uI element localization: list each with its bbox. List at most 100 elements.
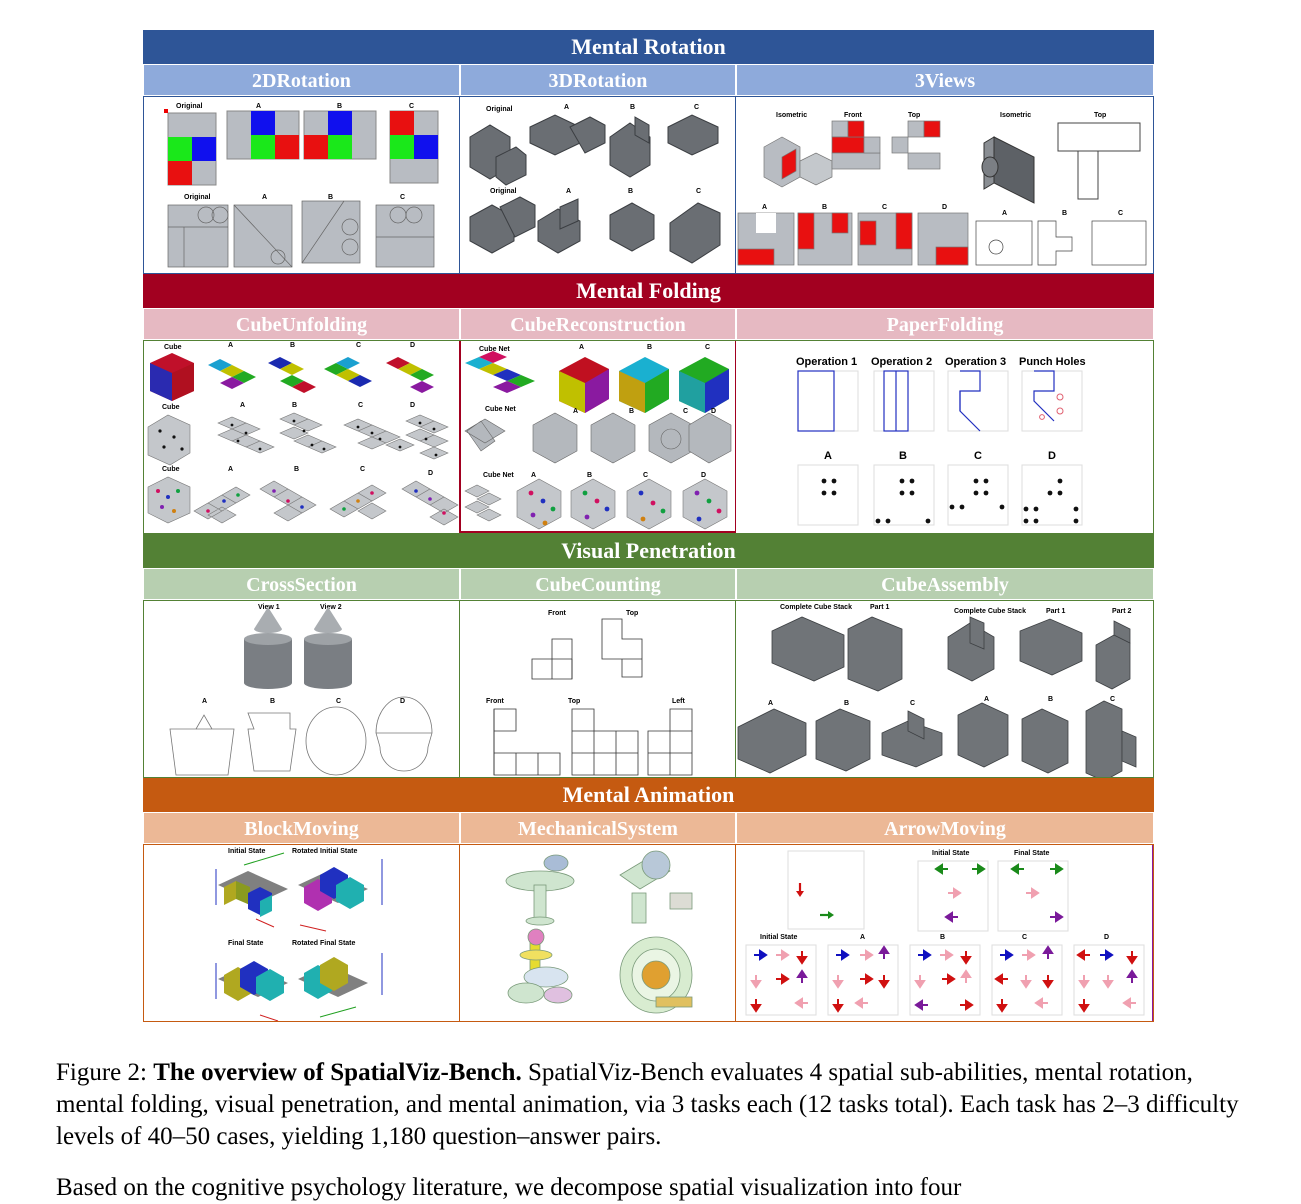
svg-text:Isometric: Isometric (776, 112, 807, 119)
svg-text:C: C (360, 466, 365, 473)
svg-text:View 1: View 1 (258, 604, 280, 611)
svg-text:Top: Top (568, 698, 580, 705)
svg-text:Front: Front (844, 112, 863, 119)
svg-text:C: C (400, 194, 405, 201)
figure-caption: Figure 2: The overview of SpatialViz-Ben… (56, 1057, 1246, 1153)
svg-text:Cube: Cube (164, 344, 182, 351)
svg-text:B: B (844, 700, 849, 707)
svg-text:B: B (647, 344, 652, 351)
svg-text:Cube: Cube (162, 466, 180, 473)
svg-text:C: C (643, 472, 648, 479)
svg-text:B: B (628, 188, 633, 195)
svg-text:C: C (1022, 934, 1027, 941)
svg-text:A: A (228, 342, 233, 349)
section-header-mental-animation: Mental Animation (143, 778, 1154, 812)
task-header-3drotation: 3DRotation (460, 64, 736, 96)
task-header-3views: 3Views (736, 64, 1154, 96)
svg-text:Top: Top (908, 112, 920, 119)
svg-text:D: D (428, 470, 433, 477)
svg-text:Complete Cube Stack: Complete Cube Stack (780, 604, 852, 611)
svg-text:A: A (531, 472, 536, 479)
svg-text:A: A (984, 696, 989, 703)
svg-text:A: A (824, 450, 832, 462)
task-header-cubeassembly: CubeAssembly (736, 568, 1154, 600)
svg-text:B: B (899, 450, 907, 462)
svg-text:D: D (942, 204, 947, 211)
svg-text:Final State: Final State (1014, 850, 1050, 857)
panel-arrowmoving: Initial State Final State Initial State … (735, 845, 1153, 1021)
svg-text:Initial State: Initial State (760, 934, 797, 941)
task-header-2drotation: 2DRotation (143, 64, 460, 96)
caption-title: The overview of SpatialViz-Bench. (153, 1059, 522, 1086)
svg-text:Final State: Final State (228, 940, 264, 947)
svg-text:Operation 3: Operation 3 (945, 356, 1006, 368)
svg-text:Front: Front (548, 610, 567, 617)
task-header-paperfolding: PaperFolding (736, 308, 1154, 340)
svg-text:Part 1: Part 1 (870, 604, 890, 611)
svg-text:View 2: View 2 (320, 604, 342, 611)
svg-text:Punch Holes: Punch Holes (1019, 356, 1086, 368)
section-header-mental-folding: Mental Folding (143, 274, 1154, 308)
panel-paperfolding: Operation 1 Operation 2 Operation 3 Punc… (735, 341, 1153, 533)
svg-text:B: B (294, 466, 299, 473)
svg-text:B: B (328, 194, 333, 201)
svg-text:C: C (705, 344, 710, 351)
svg-text:C: C (1118, 210, 1123, 217)
svg-text:D: D (1048, 450, 1056, 462)
overview-figure: Mental Rotation 2DRotation 3DRotation 3V… (143, 30, 1154, 1022)
svg-text:Top: Top (1094, 112, 1106, 119)
task-header-row: 2DRotation 3DRotation 3Views (143, 64, 1154, 96)
svg-text:B: B (1062, 210, 1067, 217)
svg-text:D: D (1104, 934, 1109, 941)
caption-text: SpatialViz-Bench evaluates 4 spatial sub… (56, 1059, 1239, 1150)
svg-text:D: D (701, 472, 706, 479)
svg-text:C: C (336, 698, 341, 705)
svg-text:A: A (579, 344, 584, 351)
svg-text:Part 1: Part 1 (1046, 608, 1066, 615)
svg-text:A: A (573, 408, 578, 415)
label-c: C (409, 103, 414, 110)
svg-text:Cube Net: Cube Net (485, 406, 516, 413)
task-header-cubeunfolding: CubeUnfolding (143, 308, 460, 340)
task-header-mechanicalsystem: MechanicalSystem (460, 812, 736, 844)
svg-text:B: B (290, 342, 295, 349)
panel-crosssection: View 1 View 2 A B C D (144, 601, 461, 777)
task-header-arrowmoving: ArrowMoving (736, 812, 1154, 844)
svg-text:C: C (696, 188, 701, 195)
panel-cubeunfolding: Cube A B C D Cube A B C D (144, 341, 461, 533)
svg-text:A: A (1002, 210, 1007, 217)
panel-mechanicalsystem (460, 845, 736, 1021)
svg-text:Cube: Cube (162, 404, 180, 411)
svg-text:Complete Cube Stack: Complete Cube Stack (954, 608, 1026, 615)
label-b: B (337, 103, 342, 110)
task-header-crosssection: CrossSection (143, 568, 460, 600)
svg-text:A: A (262, 194, 267, 201)
svg-text:B: B (630, 104, 635, 111)
body-paragraph-start: Based on the cognitive psychology litera… (56, 1174, 962, 1201)
svg-text:Operation 2: Operation 2 (871, 356, 932, 368)
svg-text:B: B (822, 204, 827, 211)
task-header-cubecounting: CubeCounting (460, 568, 736, 600)
svg-text:C: C (1110, 696, 1115, 703)
svg-text:Original: Original (184, 194, 211, 201)
svg-text:C: C (694, 104, 699, 111)
task-header-blockmoving: BlockMoving (143, 812, 460, 844)
svg-text:D: D (400, 698, 405, 705)
task-header-row: CubeUnfolding CubeReconstruction PaperFo… (143, 308, 1154, 340)
svg-text:B: B (940, 934, 945, 941)
svg-text:B: B (270, 698, 275, 705)
svg-text:Part 2: Part 2 (1112, 608, 1132, 615)
svg-text:Left: Left (672, 698, 686, 705)
svg-text:Front: Front (486, 698, 505, 705)
svg-text:Initial State: Initial State (228, 848, 265, 855)
svg-text:B: B (629, 408, 634, 415)
svg-text:Rotated Initial State: Rotated Initial State (292, 848, 357, 855)
svg-text:A: A (564, 104, 569, 111)
svg-text:A: A (566, 188, 571, 195)
svg-text:C: C (882, 204, 887, 211)
svg-text:B: B (587, 472, 592, 479)
svg-text:Initial State: Initial State (932, 850, 969, 857)
svg-text:Cube Net: Cube Net (479, 346, 510, 353)
panel-blockmoving: Initial State Rotated Initial State Fina… (144, 845, 461, 1021)
svg-text:A: A (860, 934, 865, 941)
